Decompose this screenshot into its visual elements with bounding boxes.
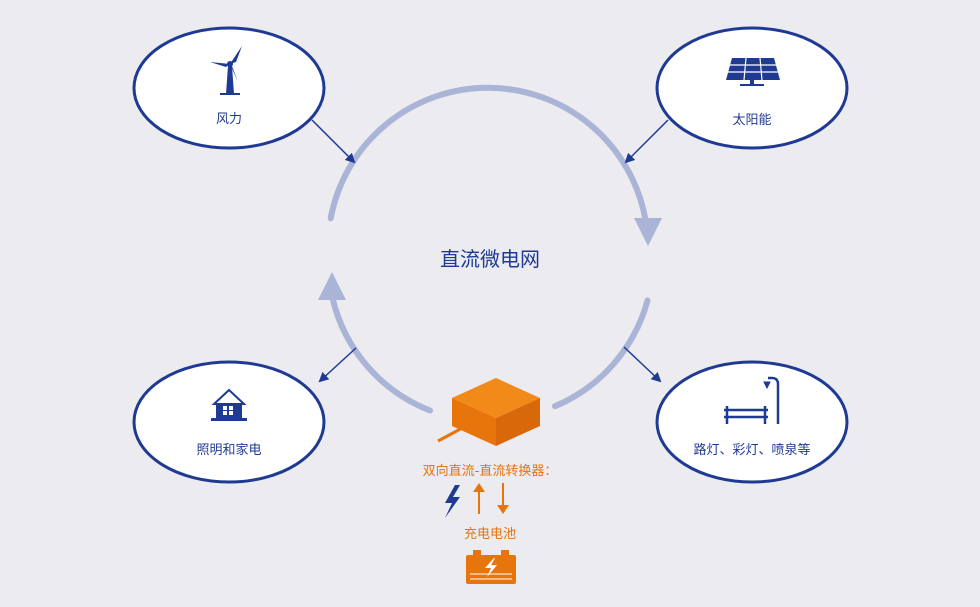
arrow-grid-to-street xyxy=(623,346,662,383)
arrow-wind-to-grid xyxy=(311,119,356,164)
ring-arc-top xyxy=(327,84,649,223)
node-solar-label: 太阳能 xyxy=(732,113,772,128)
arrow-grid-to-home xyxy=(318,347,357,383)
up-arrow-icon xyxy=(473,483,485,514)
battery-icon xyxy=(466,550,516,584)
node-wind-label: 风力 xyxy=(215,112,243,127)
converter-box-icon xyxy=(437,378,540,446)
solar-panel-icon xyxy=(726,57,780,86)
lightning-icon xyxy=(445,485,460,518)
node-home-label: 照明和家电 xyxy=(196,443,262,458)
converter-label: 双向直流-直流转换器： xyxy=(422,464,558,479)
ring-arrowhead-up xyxy=(318,272,346,300)
battery-label: 充电电池 xyxy=(463,527,517,542)
wind-turbine-icon xyxy=(210,46,242,95)
center-title: 直流微电网 xyxy=(440,247,540,271)
street-lamp-bench-icon xyxy=(724,376,780,424)
down-arrow-icon xyxy=(497,483,509,514)
ring-arc-left xyxy=(329,295,433,414)
arrow-solar-to-grid xyxy=(624,119,669,164)
ring-arc-right xyxy=(552,297,651,410)
node-street xyxy=(655,360,849,484)
node-solar xyxy=(655,26,849,150)
ring-arrowhead-down xyxy=(634,218,662,246)
node-home xyxy=(132,360,326,484)
node-street-label: 路灯、彩灯、喷泉等 xyxy=(693,443,811,458)
house-icon xyxy=(211,388,247,421)
